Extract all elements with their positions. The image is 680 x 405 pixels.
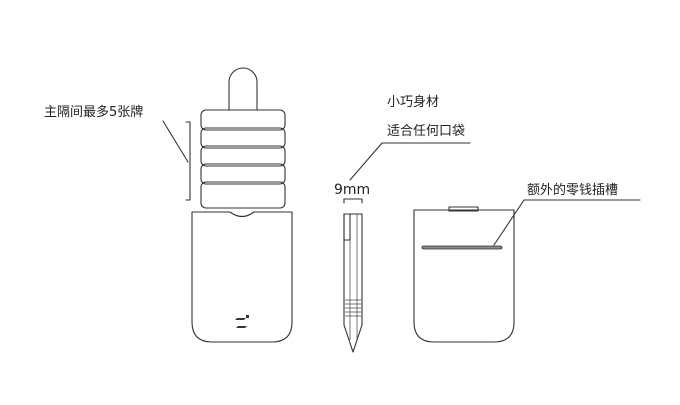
side-profile (343, 213, 363, 353)
wallet-side-figure (343, 213, 363, 353)
coin-slot (421, 245, 503, 250)
back-tab (448, 206, 479, 212)
wallet-front-figure (191, 67, 293, 343)
cards-bracket (185, 121, 191, 201)
compact-leader (349, 142, 471, 181)
card-5 (200, 181, 286, 209)
side-tab (343, 213, 351, 241)
wallet-back-figure (413, 206, 515, 343)
card-4 (200, 163, 286, 185)
thickness-bracket (343, 198, 363, 204)
brand-logo-icon (235, 315, 249, 328)
extra-slot-leader (493, 199, 641, 246)
thickness-label: 9mm (334, 182, 370, 198)
card-3 (200, 145, 286, 167)
pull-tab (228, 67, 258, 111)
fits-any-pocket-label: 适合任何口袋 (387, 123, 465, 139)
main-compartment-label: 主隔间最多5张牌 (44, 104, 143, 120)
card-1 (200, 109, 286, 131)
wallet-back-body (413, 209, 515, 343)
compact-size-label: 小巧身材 (387, 94, 439, 110)
wallet-sleeve (191, 211, 293, 343)
card-2 (200, 127, 286, 149)
extra-slot-label: 额外的零钱插槽 (527, 182, 618, 198)
cards-leader (162, 120, 189, 163)
